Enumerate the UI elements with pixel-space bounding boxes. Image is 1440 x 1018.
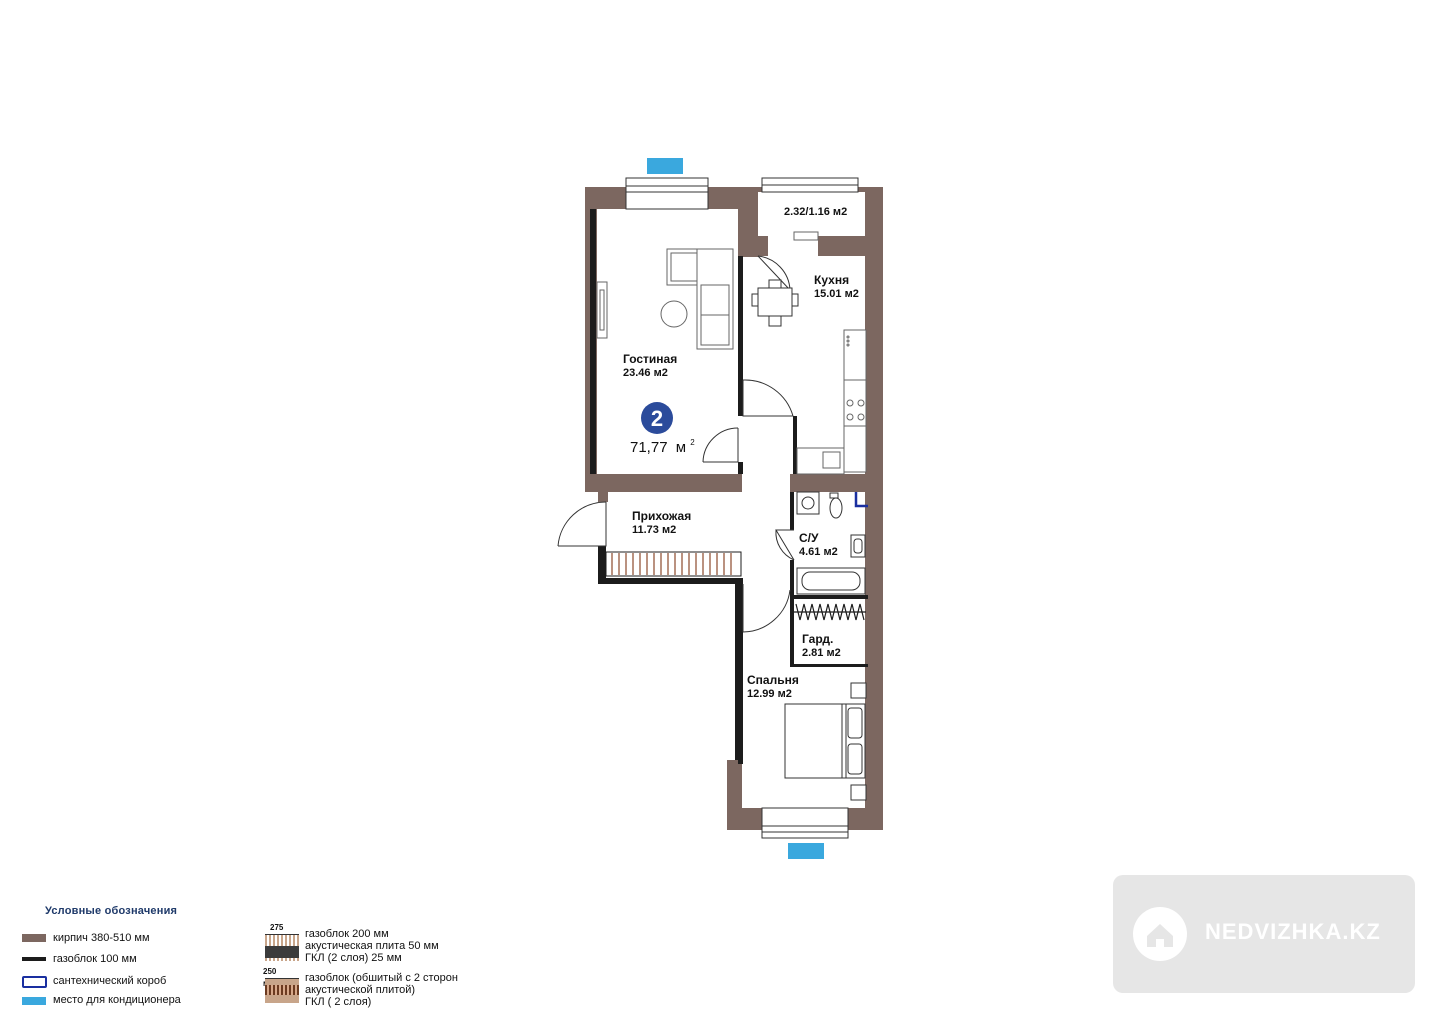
doors	[557, 255, 795, 633]
bed-icon	[784, 682, 867, 801]
watermark: NEDVIZHKA.KZ	[1113, 875, 1415, 993]
legend-item-gasblock: газоблок 100 мм	[53, 953, 137, 965]
legend-swatch-plumbing	[22, 976, 47, 988]
total-area-unit-sup: 2	[690, 438, 695, 447]
room-area-wardrobe: 2.81 м2	[802, 647, 841, 659]
watermark-text: NEDVIZHKA.KZ	[1205, 919, 1381, 944]
legend-wall-275-line-3: ГКЛ (2 слоя) 25 мм	[305, 952, 402, 964]
room-area-kitchen: 15.01 м2	[814, 288, 859, 300]
dining-table-icon	[751, 279, 799, 327]
gasblock-walls	[590, 209, 868, 764]
legend-item-brick: кирпич 380-510 мм	[53, 932, 150, 944]
legend-wall-250-line-3: ГКЛ ( 2 слоя)	[305, 996, 372, 1008]
room-name-living: Гостиная	[623, 352, 677, 366]
total-area-unit: м	[676, 439, 686, 456]
legend-item-ac: место для кондиционера	[53, 994, 181, 1006]
bathroom-fixtures	[796, 491, 866, 595]
legend-wall-275-line-2: акустическая плита 50 мм	[305, 940, 439, 952]
room-name-bathroom: С/У	[799, 531, 819, 545]
room-area-bathroom: 4.61 м2	[799, 546, 838, 558]
legend-item-plumbing: сантехнический короб	[53, 975, 167, 987]
total-area: 71,77 м 2	[630, 438, 695, 456]
acoustic-wall	[605, 551, 742, 577]
ac-unit-bottom	[788, 843, 824, 859]
total-area-value: 71,77	[630, 439, 668, 456]
kitchen-counter	[796, 329, 867, 475]
room-area-balcony: 2.32/1.16 м2	[784, 206, 847, 218]
legend-wall-250-core	[265, 985, 299, 995]
room-area-bedroom: 12.99 м2	[747, 688, 792, 700]
balcony-cabinet	[793, 231, 819, 241]
room-name-wardrobe: Гард.	[802, 632, 833, 646]
rooms-count-badge	[641, 402, 673, 434]
sofa-icon	[666, 248, 734, 350]
legend-title: Условные обозначения	[45, 905, 178, 917]
windows	[625, 177, 859, 839]
floor-plan: Гостиная 23.46 м2 2.32/1.16 м2 Кухня 15.…	[557, 158, 883, 859]
wardrobe-rail	[794, 603, 866, 621]
legend-swatch-ac	[22, 997, 46, 1005]
plumbing-box-icon	[854, 492, 868, 508]
legend-swatch-brick	[22, 934, 46, 942]
legend-wall-250-line-2: акустической плитой)	[305, 984, 416, 996]
room-name-kitchen: Кухня	[814, 273, 849, 287]
tv-icon	[596, 281, 608, 339]
legend-wall-275-core	[265, 946, 299, 958]
legend-swatch-gasblock	[22, 957, 46, 961]
room-name-bedroom: Спальня	[747, 673, 799, 687]
rooms-count: 2	[651, 406, 663, 431]
ac-unit-top	[647, 158, 683, 174]
room-area-hallway: 11.73 м2	[632, 524, 676, 536]
house-icon	[1133, 907, 1187, 961]
room-area-living: 23.46 м2	[623, 367, 668, 379]
coffee-table-icon	[660, 300, 688, 328]
room-name-hallway: Прихожая	[632, 509, 691, 523]
legend-wall-275-line-1: газоблок 200 мм	[305, 928, 389, 940]
legend-wall-250-line-1: газоблок (обшитый с 2 сторон	[305, 972, 458, 984]
